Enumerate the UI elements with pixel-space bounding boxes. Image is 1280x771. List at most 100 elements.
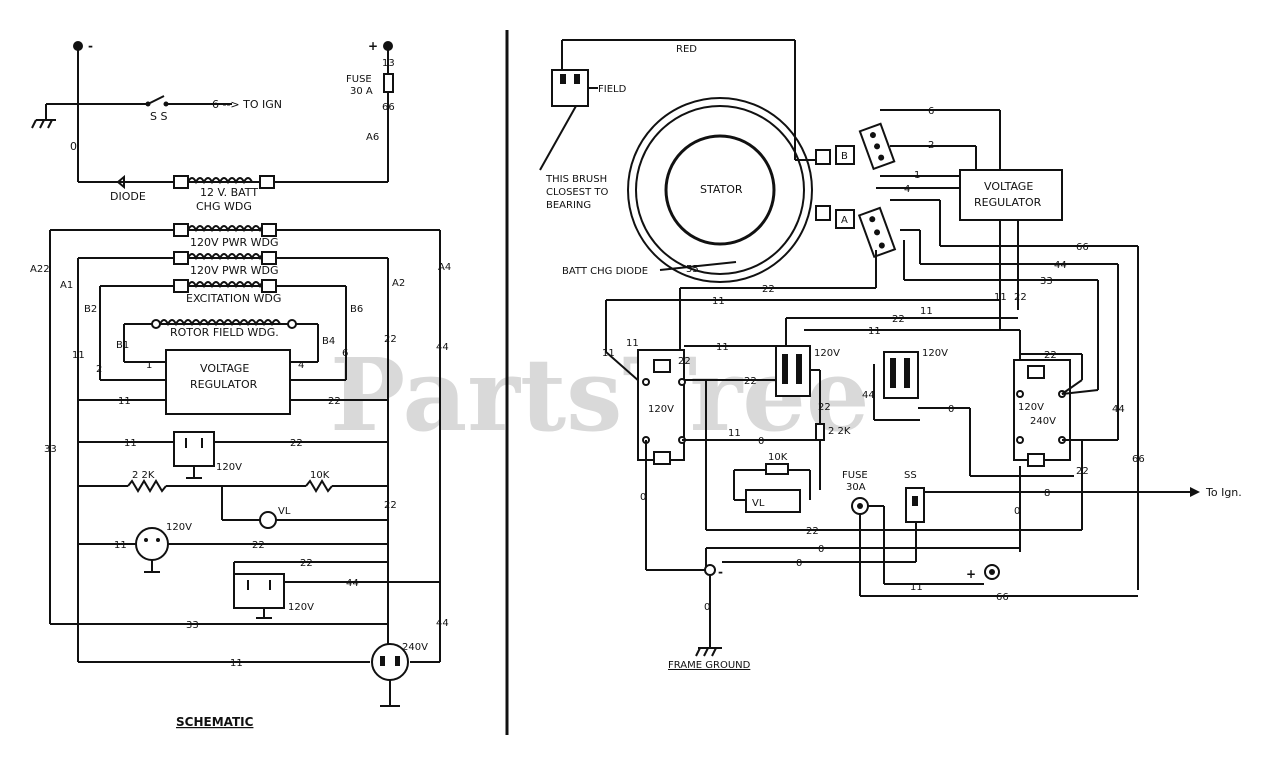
svg-text:11: 11 (118, 396, 131, 407)
svg-text:120V: 120V (288, 602, 314, 613)
svg-text:22: 22 (252, 540, 265, 551)
to-ign-label: 6 --> TO IGN (212, 98, 282, 111)
wire-33-label: 33 (1040, 276, 1053, 287)
excitation-wdg-label: EXCITATION WDG (186, 292, 281, 305)
svg-text:11: 11 (626, 338, 639, 349)
receptacle-120v-label-1: 120V (216, 462, 242, 473)
svg-text:22: 22 (762, 284, 775, 295)
vl-module-label: VL (752, 498, 765, 509)
wire-22-label: 22 (384, 334, 397, 345)
svg-text:0: 0 (758, 436, 764, 447)
field-label: FIELD (598, 84, 627, 95)
schematic: - S S 6 --> TO IGN 0 + 13 FUSE 30 A 66 A… (30, 39, 451, 729)
svg-text:B: B (841, 151, 848, 162)
terminal-a4-label: A4 (438, 262, 451, 273)
svg-text:120V: 120V (814, 348, 840, 359)
svg-text:22: 22 (806, 526, 819, 537)
receptacle-120-label: 120V (1018, 402, 1044, 413)
terminal-b4-label: B4 (322, 336, 335, 347)
svg-text:120V: 120V (166, 522, 192, 533)
brush-note-1: THIS BRUSH (545, 174, 607, 185)
vr-label-1: VOLTAGE (200, 362, 249, 375)
rotor-field-label: ROTOR FIELD WDG. (170, 326, 279, 339)
fuse-icon (383, 73, 394, 93)
svg-text:22: 22 (744, 376, 757, 387)
wire-55-label: 55 (686, 264, 699, 275)
svg-text:66: 66 (996, 592, 1009, 603)
svg-text:11: 11 (910, 582, 923, 593)
receptacle-240v-label: 240V (402, 642, 428, 653)
fuse-label: FUSE (346, 74, 372, 85)
svg-text:0: 0 (818, 544, 824, 555)
receptacle-120v-center (883, 351, 919, 399)
terminal-a2-label: A2 (392, 278, 405, 289)
svg-text:0: 0 (948, 404, 954, 415)
wire-1-label: 1 (914, 170, 920, 181)
resistor-22k-icon-right (815, 423, 825, 441)
wire-0-label: 0 (70, 140, 77, 153)
neg-terminal-label: - (88, 39, 93, 53)
terminal-b6-label: B6 (350, 304, 363, 315)
brush-note-2: CLOSEST TO (546, 187, 608, 198)
resistor-10k-icon (305, 479, 333, 493)
terminal-a6-label: A6 (366, 132, 379, 143)
ss-label: S S (150, 110, 167, 123)
resistor-10k-label: 10K (310, 470, 330, 481)
svg-text:22: 22 (678, 356, 691, 367)
red-wire-label: RED (676, 44, 697, 55)
wiring-ss-label: SS (904, 470, 917, 481)
wire-4-label: 4 (904, 184, 910, 195)
wire-4-label: 4 (298, 360, 304, 371)
wiring-layout: RED FIELD THIS BRUSH CLOSEST TO BEARING … (539, 39, 1242, 671)
receptacle-120v-mid (775, 345, 811, 397)
voltage-regulator-box (165, 349, 291, 415)
wire-66-label: 66 (382, 102, 395, 113)
svg-text:22: 22 (1076, 466, 1089, 477)
svg-text:44: 44 (1112, 404, 1125, 415)
resistor-22k-label-right: 2 2K (828, 426, 851, 437)
receptacle-120v-1 (173, 431, 215, 467)
rotor-field-icon (159, 319, 281, 327)
batt-wdg-label-1: 12 V. BATT (200, 186, 258, 199)
resistor-10k-label-right: 10K (768, 452, 788, 463)
brush-note-3: BEARING (546, 200, 591, 211)
pos-terminal-label: + (368, 39, 378, 53)
wire-2-label: 2 (96, 364, 102, 375)
wire-66-label: 66 (1076, 242, 1089, 253)
resistor-10k-icon-right (765, 463, 789, 475)
positive-label: + (966, 567, 976, 581)
svg-text:11: 11 (868, 326, 881, 337)
svg-text:0: 0 (1014, 506, 1020, 517)
ss-switch-icon (147, 95, 165, 105)
vr-module-label-2: REGULATOR (974, 196, 1042, 209)
wiring-fuse-rating: 30A (846, 482, 866, 493)
receptacle-240-label: 240V (1030, 416, 1056, 427)
vr-label-2: REGULATOR (190, 378, 258, 391)
svg-text:11: 11 (920, 306, 933, 317)
resistor-22k-icon (127, 479, 167, 493)
frame-ground-terminal-icon (704, 564, 716, 576)
voltage-regulator-module (959, 169, 1063, 221)
voltage-lamp-icon (259, 511, 277, 529)
svg-text:11: 11 (728, 428, 741, 439)
negative-label: - (718, 565, 723, 579)
wire-33-label: 33 (44, 444, 57, 455)
svg-text:66: 66 (1132, 454, 1145, 465)
svg-text:22: 22 (818, 402, 831, 413)
svg-text:22: 22 (1014, 292, 1027, 303)
terminal-b2-label: B2 (84, 304, 97, 315)
wire-11-label: 11 (72, 350, 85, 361)
frame-ground-label: FRAME GROUND (668, 660, 751, 671)
diode-label: DIODE (110, 190, 146, 203)
receptacle-left-120v-label: 120V (648, 404, 674, 415)
vl-label: VL (278, 506, 291, 517)
svg-text:22: 22 (328, 396, 341, 407)
svg-text:11: 11 (716, 342, 729, 353)
field-brush-holder (551, 69, 589, 107)
svg-text:44: 44 (346, 578, 359, 589)
svg-text:0: 0 (640, 492, 646, 503)
to-ign-label-right: To Ign. (1205, 486, 1242, 499)
stator-label: STATOR (700, 183, 743, 196)
batt-chg-diode-label: BATT CHG DIODE (562, 266, 648, 277)
